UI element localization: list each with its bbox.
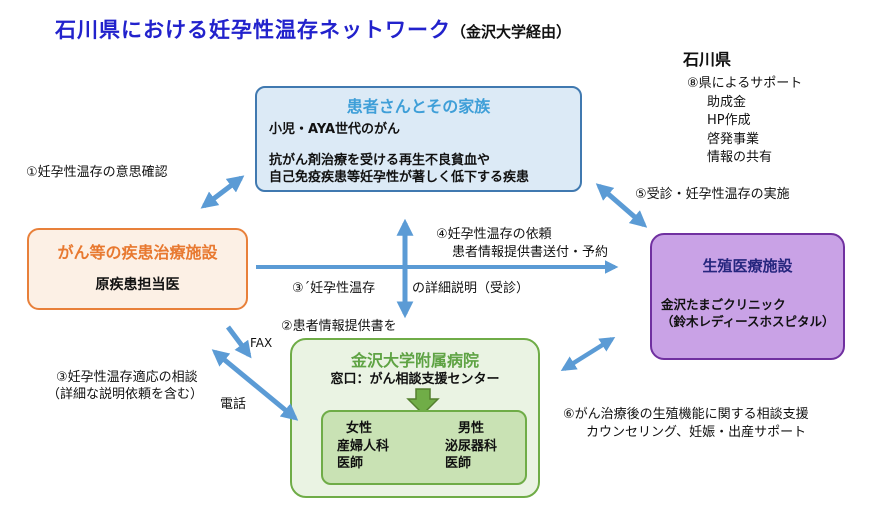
university-box-subtitle: 窓口：がん相談支援センター bbox=[330, 372, 500, 387]
female-column-title: 女性 bbox=[346, 421, 373, 436]
female-doctor-label: 産婦人科医師 bbox=[337, 438, 389, 472]
arrow-2-fax bbox=[226, 325, 252, 359]
label-5-implementation: ⑤受診・妊孕性温存の実施 bbox=[635, 187, 790, 202]
label-2-fax: FAX bbox=[250, 336, 273, 350]
reproductive-medicine-facility-box: 生殖医療施設 金沢たまごクリニック （鈴木レディースホスピタル） bbox=[650, 233, 845, 360]
label-3b-part1: ③´妊孕性温存 bbox=[292, 281, 376, 296]
patients-box-line2: 抗がん剤治療を受ける再生不良貧血や bbox=[269, 153, 491, 168]
arrow-1-intent-confirmation bbox=[200, 175, 245, 209]
disease-treatment-facility-box: がん等の疾患治療施設 原疾患担当医 bbox=[27, 228, 248, 310]
page-title: 石川県における妊孕性温存ネットワーク（金沢大学経由） bbox=[55, 14, 571, 44]
male-role: 医師 bbox=[445, 456, 472, 471]
kanazawa-university-hospital-box: 金沢大学附属病院 窓口：がん相談支援センター 女性 男性 産婦人科医師 泌尿器科… bbox=[290, 338, 540, 498]
label-2-patient-info: ②患者情報提供書を bbox=[281, 319, 397, 334]
patients-box-line1: 小児・AYA世代のがん bbox=[269, 122, 401, 137]
male-dept: 泌尿器科 bbox=[445, 439, 498, 454]
patients-box-line3: 自己免疫疾患等妊孕性が著しく低下する疾患 bbox=[269, 170, 530, 185]
doctors-inner-box: 女性 男性 産婦人科医師 泌尿器科医師 bbox=[321, 410, 527, 485]
title-sub: （金沢大学経由） bbox=[451, 23, 572, 41]
prefecture-support-list: ⑧県によるサポート 助成金 HP作成 啓発事業 情報の共有 bbox=[687, 75, 802, 168]
support-item: 情報の共有 bbox=[707, 150, 773, 165]
label-4-line2: 患者情報提供書送付・予約 bbox=[452, 245, 609, 260]
patients-family-box: 患者さんとその家族 小児・AYA世代のがん 抗がん剤治療を受ける再生不良貧血や … bbox=[255, 86, 582, 192]
arrow-6-post-treatment-support bbox=[560, 336, 616, 372]
title-main: 石川県における妊孕性温存ネットワーク bbox=[55, 18, 451, 42]
female-role: 医師 bbox=[337, 456, 364, 471]
female-dept: 産婦人科 bbox=[337, 439, 390, 454]
label-3b-part2: の詳細説明（受診） bbox=[412, 281, 530, 296]
label-3-consult-line2: （詳細な説明依頼を含む） bbox=[47, 387, 204, 402]
support-item: 助成金 bbox=[707, 94, 747, 110]
treatment-box-title: がん等の疾患治療施設 bbox=[57, 243, 218, 262]
reproductive-box-line2: （鈴木レディースホスピタル） bbox=[661, 314, 835, 329]
label-4-line1: ④妊孕性温存の依頼 bbox=[436, 227, 552, 242]
label-6-line2: カウンセリング、妊娠・出産サポート bbox=[586, 425, 807, 440]
university-box-title: 金沢大学附属病院 bbox=[350, 351, 479, 370]
label-3-consult-line1: ③妊孕性温存適応の相談 bbox=[56, 370, 198, 385]
patients-box-title: 患者さんとその家族 bbox=[346, 97, 491, 116]
label-6-line1: ⑥がん治療後の生殖機能に関する相談支援 bbox=[563, 407, 809, 422]
support-title: ⑧県によるサポート bbox=[687, 76, 803, 91]
male-doctor-label: 泌尿器科医師 bbox=[445, 438, 497, 472]
support-item: HP作成 bbox=[707, 113, 751, 128]
label-1-intent-confirmation: ①妊孕性温存の意思確認 bbox=[26, 165, 168, 180]
treatment-box-body: 原疾患担当医 bbox=[95, 277, 180, 293]
reproductive-box-line1: 金沢たまごクリニック bbox=[661, 297, 786, 312]
support-item: 啓発事業 bbox=[707, 131, 760, 147]
male-column-title: 男性 bbox=[458, 421, 485, 436]
prefecture-name: 石川県 bbox=[683, 50, 732, 69]
green-down-arrow-icon bbox=[406, 388, 440, 416]
label-3-phone: 電話 bbox=[220, 397, 247, 412]
reproductive-box-title: 生殖医療施設 bbox=[702, 257, 793, 275]
